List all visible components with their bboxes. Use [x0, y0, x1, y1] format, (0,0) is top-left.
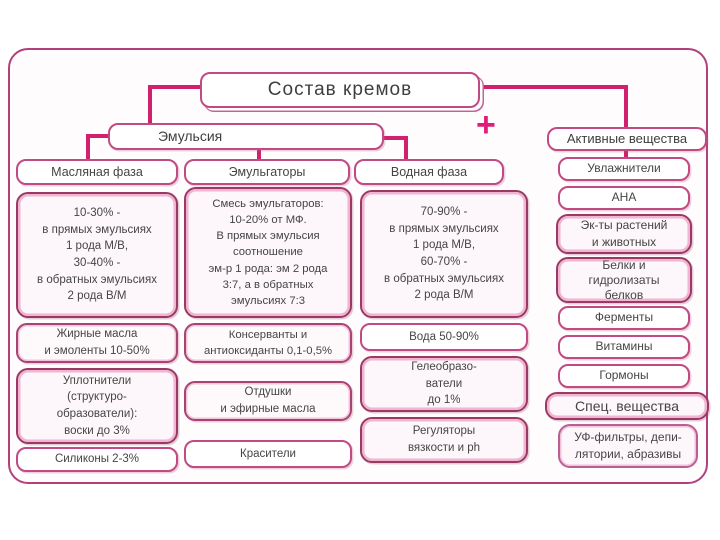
node-special-substances: Спец. вещества [545, 392, 709, 420]
connector-line [148, 85, 202, 89]
aha-text: АНА [611, 190, 637, 205]
fragrances-text: Отдушки и эфирные масла [220, 386, 316, 415]
node-aha: АНА [558, 186, 690, 210]
uv-filters-text: УФ-фильтры, депи- лятории, абразивы [574, 429, 682, 461]
connector-line [382, 136, 408, 140]
hormones-text: Гормоны [599, 368, 649, 383]
node-proteins: Белки и гидролизаты белков [556, 257, 692, 303]
colorants-text: Красители [240, 447, 296, 460]
oil-phase-main-text: 10-30% - в прямых эмульсиях 1 рода М/В, … [37, 206, 157, 303]
gel-formers-text: Гелеобразо- ватели до 1% [411, 360, 477, 407]
node-silicones: Силиконы 2-3% [16, 447, 178, 472]
node-emulsion: Эмульсия [108, 123, 384, 150]
emulsifiers-main-text: Смесь эмульгаторов: 10-20% от МФ. В прям… [208, 198, 328, 307]
proteins-text: Белки и гидролизаты белков [588, 257, 660, 302]
node-water-phase-header: Водная фаза [354, 159, 504, 185]
moisturizers-text: Увлажнители [587, 161, 661, 176]
node-thickeners: Уплотнители (структуро- образователи): в… [16, 368, 178, 444]
connector-line [86, 134, 112, 138]
node-extracts: Эк-ты растений и животных [556, 214, 692, 254]
node-emulsifiers-header: Эмульгаторы [184, 159, 350, 185]
plus-sign: + [476, 106, 496, 144]
connector-line [478, 85, 627, 89]
preservatives-text: Консерванты и антиоксиданты 0,1-0,5% [203, 328, 333, 357]
node-water-content: Вода 50-90% [360, 323, 528, 351]
node-oil-phase-main: 10-30% - в прямых эмульсиях 1 рода М/В, … [16, 192, 178, 318]
connector-line [257, 148, 261, 161]
enzymes-text: Ферменты [594, 310, 654, 325]
water-phase-main-text: 70-90% - в прямых эмульсиях 1 рода М/В, … [384, 205, 504, 302]
water-content-text: Вода 50-90% [409, 330, 479, 343]
node-colorants: Красители [184, 440, 352, 468]
node-active-substances: Активные вещества [547, 127, 707, 151]
silicones-text: Силиконы 2-3% [54, 453, 140, 466]
node-hormones: Гормоны [558, 364, 690, 388]
node-viscosity-regulators: Регуляторы вязкости и ph [360, 417, 528, 463]
water-phase-label: Водная фаза [390, 164, 468, 179]
node-title: Состав кремов [200, 72, 480, 108]
emulsion-label: Эмульсия [158, 128, 223, 145]
node-preservatives: Консерванты и антиоксиданты 0,1-0,5% [184, 323, 352, 363]
node-water-phase-main: 70-90% - в прямых эмульсиях 1 рода М/В, … [360, 190, 528, 318]
connector-line [148, 85, 152, 125]
connector-line [624, 149, 628, 159]
connector-line [624, 85, 628, 128]
node-emulsifiers-main: Смесь эмульгаторов: 10-20% от МФ. В прям… [184, 187, 352, 318]
oil-phase-label: Масляная фаза [51, 164, 143, 179]
thickeners-text: Уплотнители (структуро- образователи): в… [56, 374, 138, 437]
node-fragrances: Отдушки и эфирные масла [184, 381, 352, 421]
node-vitamins: Витамины [558, 335, 690, 359]
active-substances-label: Активные вещества [566, 131, 688, 147]
node-gel-formers: Гелеобразо- ватели до 1% [360, 356, 528, 412]
node-oil-phase-header: Масляная фаза [16, 159, 178, 185]
title-label: Состав кремов [267, 79, 413, 101]
node-uv-filters: УФ-фильтры, депи- лятории, абразивы [558, 424, 698, 468]
connector-line [86, 134, 90, 161]
emulsifiers-label: Эмульгаторы [228, 164, 306, 179]
extracts-text: Эк-ты растений и животных [580, 217, 668, 249]
node-moisturizers: Увлажнители [558, 157, 690, 181]
connector-line [404, 136, 408, 161]
node-fatty-oils: Жирные масла и эмоленты 10-50% [16, 323, 178, 363]
fatty-oils-text: Жирные масла и эмоленты 10-50% [44, 328, 150, 357]
viscosity-regulators-text: Регуляторы вязкости и ph [407, 425, 481, 454]
node-enzymes: Ферменты [558, 306, 690, 330]
vitamins-text: Витамины [595, 339, 653, 354]
special-substances-label: Спец. вещества [575, 397, 679, 414]
